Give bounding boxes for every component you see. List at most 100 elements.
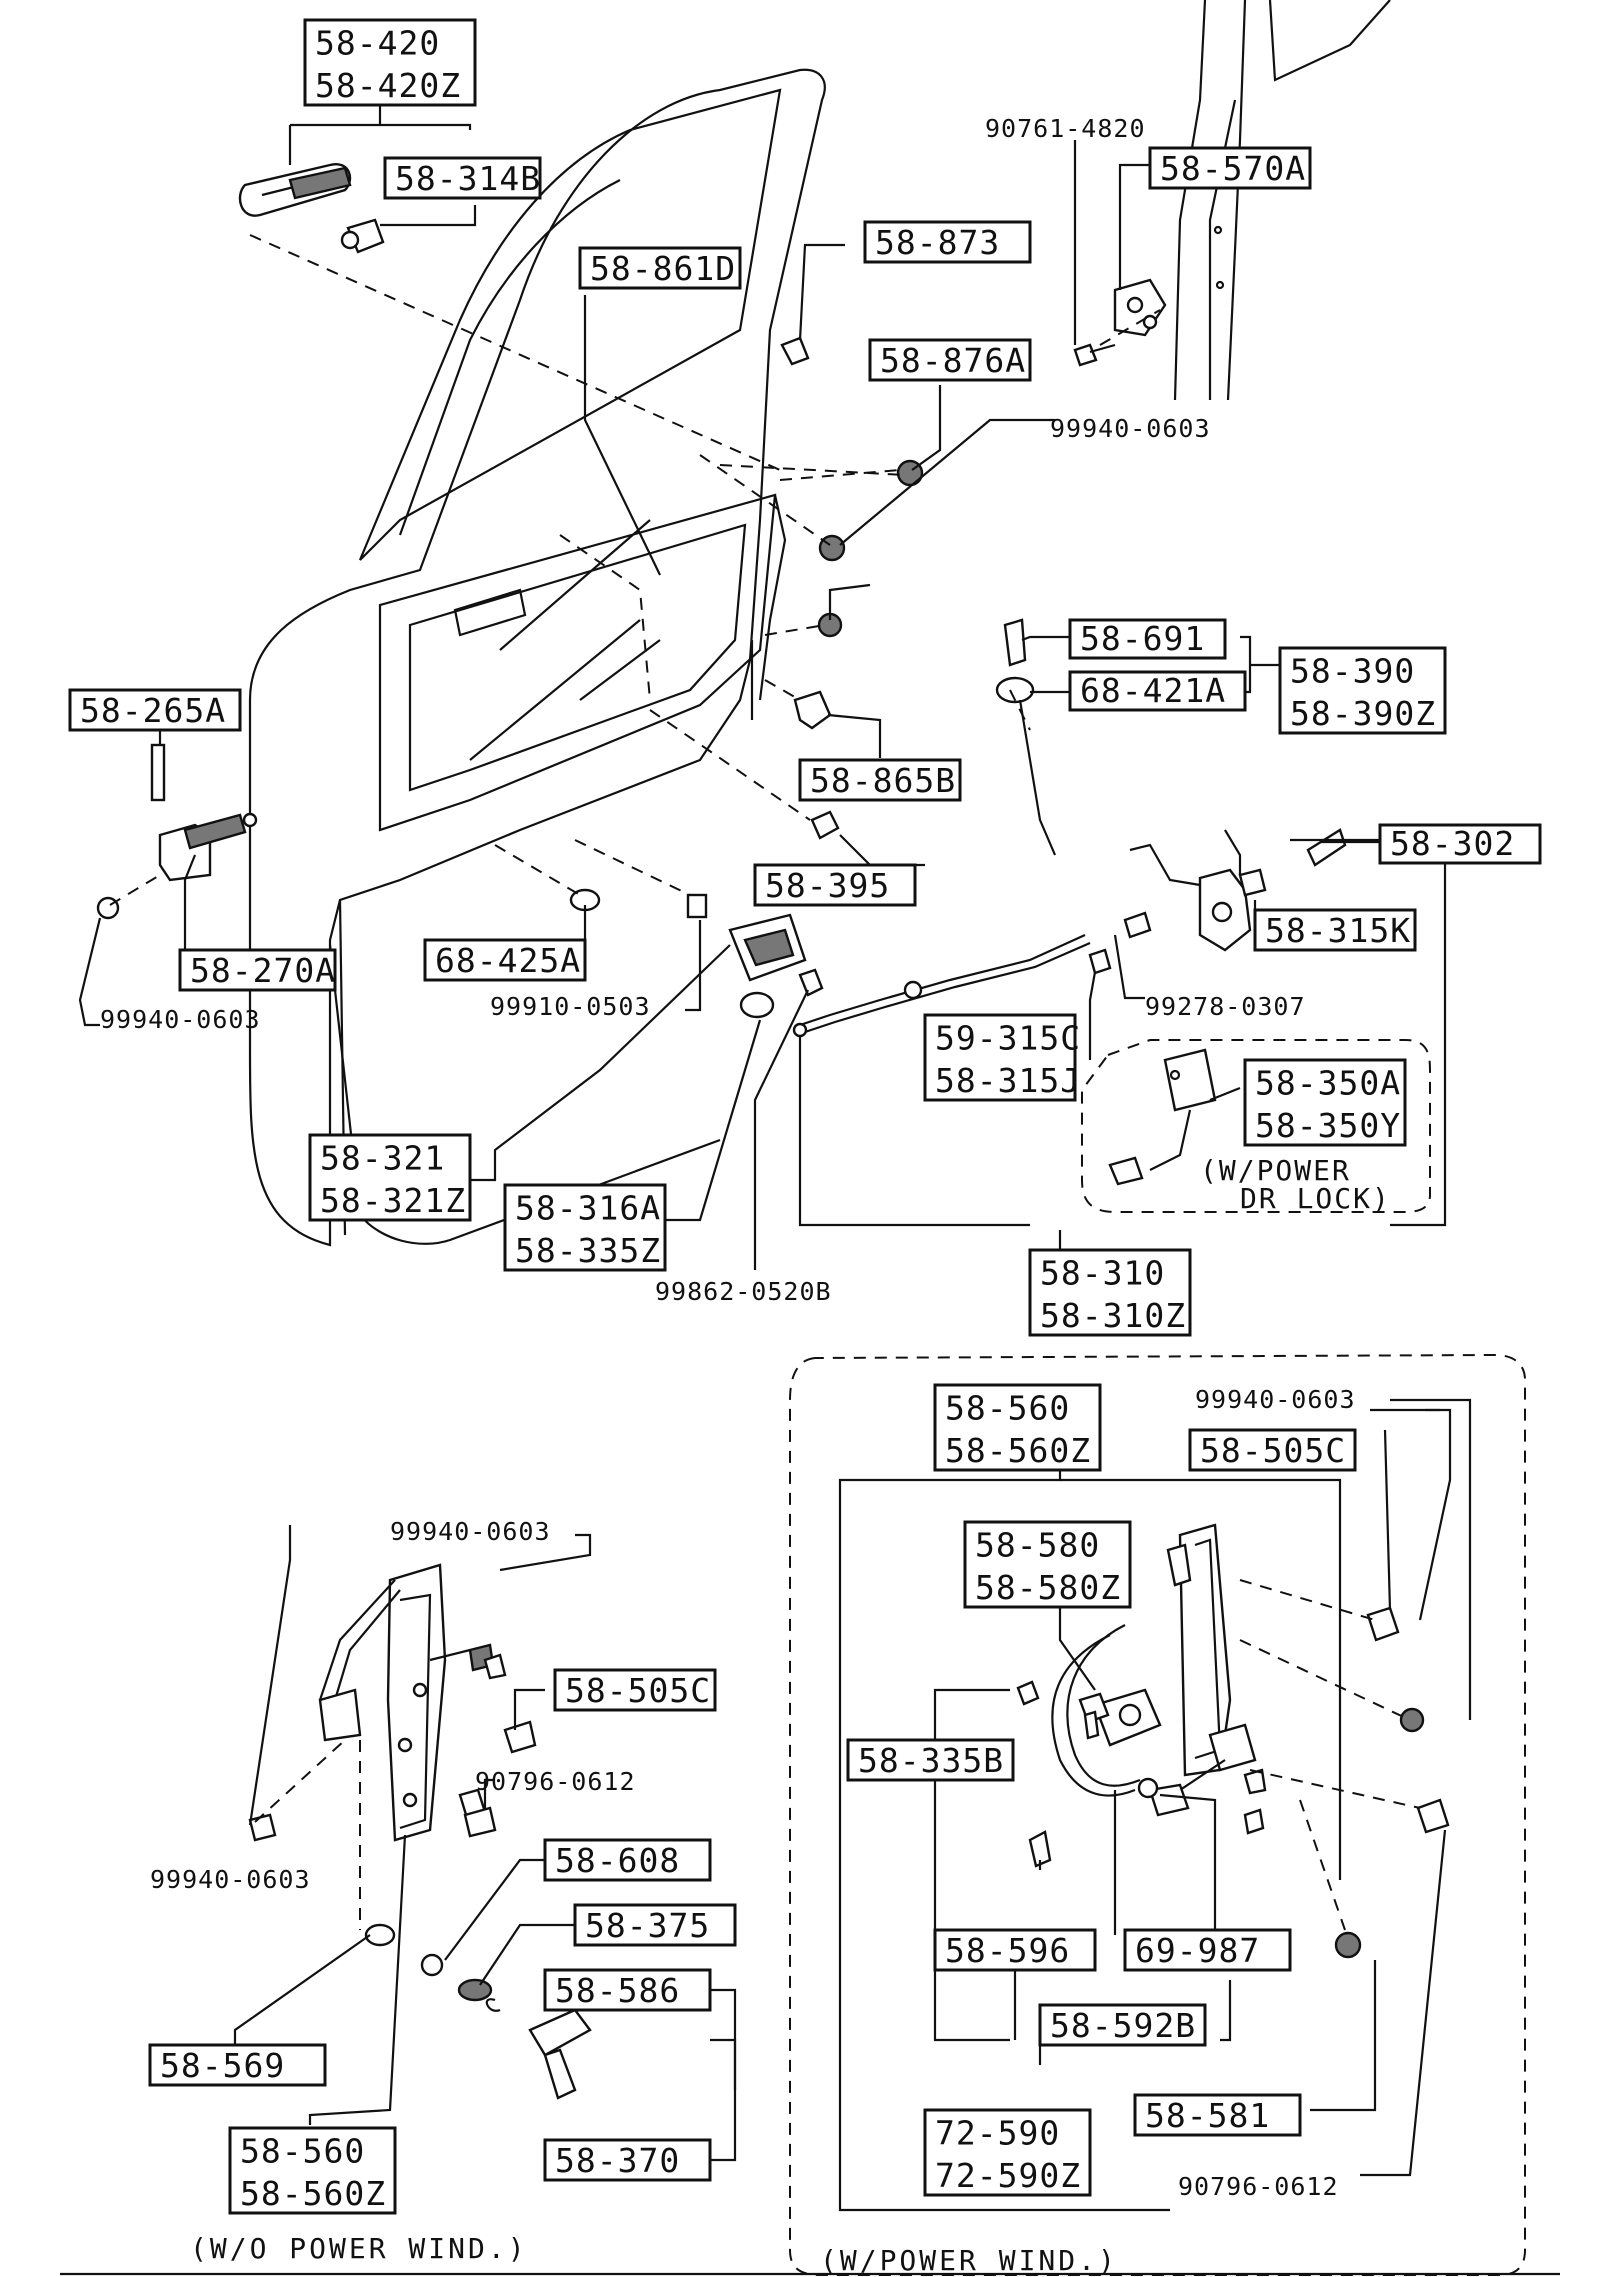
part-label-58-270A: 58-270A [178,948,337,992]
part-label-68-425A: 68-425A [423,938,587,982]
door-check-icon [96,743,258,920]
clip-58-335B-icon [1016,1680,1040,1706]
part-number-text: 58-569 [160,2046,285,2085]
part-number-text: 59-315C [935,1019,1081,1058]
part-label-58-581: 58-581 [1133,2093,1302,2137]
bolt-58-505C-icon [503,1720,537,1754]
part-number-text: 58-560 [945,1389,1070,1428]
note-power-dr-lock: DR LOCK) [1240,1182,1391,1215]
part-number-text: 58-395 [765,866,890,905]
part-label-58-265A: 58-265A [68,688,242,732]
part-number-text: 58-315J [935,1061,1081,1100]
label-box [68,688,242,732]
label-box [573,1903,737,1947]
part-label-58-873: 58-873 [863,220,1032,264]
part-label-58-569: 58-569 [148,2043,327,2087]
label-box [923,2108,1092,2197]
bolt-58-505C-pw-icon [1366,1606,1400,1642]
part-label-58-596: 58-596 [933,1928,1097,1972]
clip-99910-icon [686,893,708,919]
part-number-text: 58-608 [555,1841,680,1880]
label-box [1038,2003,1207,2047]
label-box [798,758,962,802]
part-number-99940-0603-b: 99940-0603 [100,1005,261,1034]
part-number-text: 58-370 [555,2141,680,2180]
part-number-text: 58-691 [1080,619,1205,658]
label-box [308,1133,472,1222]
part-number-text: 68-425A [435,941,581,980]
part-label-69-987: 69-987 [1123,1928,1292,1972]
label-box [303,18,477,107]
part-number-99940-0603-d: 99940-0603 [390,1517,551,1546]
part-number-text: 58-420Z [315,66,461,105]
body-pillar [1173,0,1391,401]
clip-58-873-icon [780,336,810,366]
part-label-58-876A: 58-876A [868,338,1032,382]
label-box [963,1520,1132,1609]
note-wo-power-wind: (W/O POWER WIND.) [190,2232,528,2265]
label-box [1253,908,1417,952]
part-label-58-505C-pw: 58-505C [1188,1428,1357,1472]
label-box [933,1383,1102,1472]
part-number-text: 72-590 [935,2114,1060,2153]
part-label-58-861D: 58-861D [578,246,742,290]
part-number-text: 58-861D [590,249,736,288]
outside-handle-icon [238,163,385,254]
spacer-58-608-icon [420,1953,444,1977]
part-number-text: 68-421A [1080,671,1226,710]
part-number-text: 72-590Z [935,2156,1081,2195]
part-number-text: 58-350A [1255,1064,1401,1103]
label-box [148,2043,327,2087]
door-lock-assembly [792,618,1347,1038]
part-label-58-375: 58-375 [573,1903,737,1947]
label-box [753,863,917,907]
lock-knob-icon [1003,618,1027,667]
part-number-text: 58-505C [565,1671,711,1710]
part-number-text: 58-335Z [515,1231,661,1270]
part-label-58-586: 58-586 [543,1968,712,2012]
part-number-text: 58-560Z [240,2174,386,2213]
part-number-99940-0603-e: 99940-0603 [150,1865,311,1894]
manual-regulator-icon [248,1563,592,2100]
part-number-text: 58-581 [1145,2096,1270,2135]
nut-58-581-icon [1334,1931,1362,1959]
label-box [863,220,1032,264]
grommet-69-987-icon [1137,1777,1159,1799]
part-number-text: 58-586 [555,1971,680,2010]
part-number-text: 58-390 [1290,652,1415,691]
part-number-text: 58-265A [80,691,226,730]
label-box [1133,2093,1302,2137]
part-number-text: 58-873 [875,223,1000,262]
label-box [1028,1248,1192,1337]
label-box [868,338,1032,382]
door-shell [248,68,826,1247]
bolt-90796-pw-icon [1416,1798,1450,1834]
part-number-text: 58-570A [1160,149,1306,188]
seat-58-375-icon [457,1978,493,2002]
label-box [1278,646,1447,735]
label-box [1068,618,1227,660]
label-box [923,1013,1077,1102]
washer-58-569-icon [364,1923,396,1947]
part-number-text: 58-865B [810,761,956,800]
label-box [846,1738,1015,1782]
part-number-text: 58-420 [315,24,440,63]
part-number-99862-0520B: 99862-0520B [655,1277,832,1306]
part-label-58-370: 58-370 [543,2138,712,2182]
clips-and-grommets [569,336,924,919]
part-label-58-395: 58-395 [753,863,917,907]
part-number-text: 58-270A [190,951,336,990]
label-box [578,246,742,290]
part-label-68-421A: 68-421A [1068,670,1247,712]
part-label-58-865B: 58-865B [798,758,962,802]
label-box [423,938,587,982]
part-label-58-335B: 58-335B [846,1738,1015,1782]
